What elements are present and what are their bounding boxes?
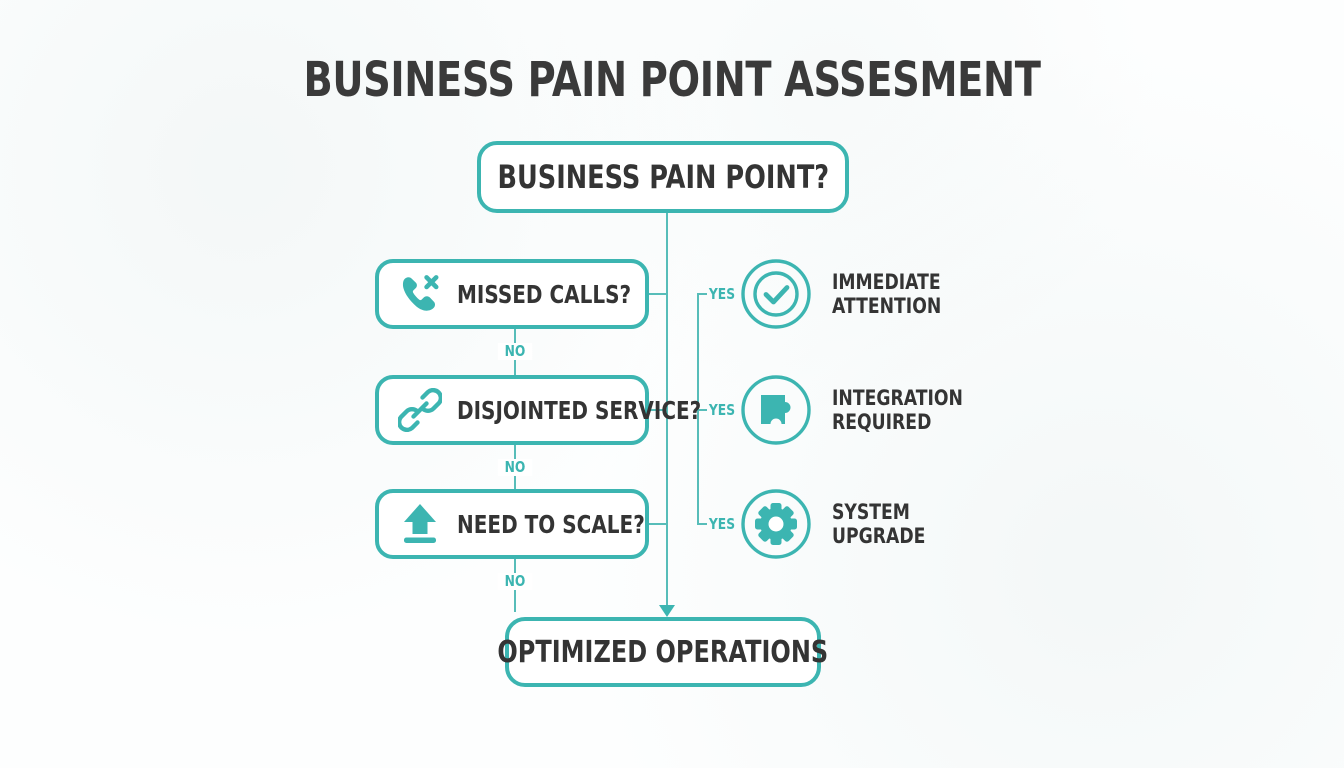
outcome-immediate-attention[interactable]: IMMEDIATE ATTENTION bbox=[740, 258, 965, 330]
outcome-label-line2: UPGRADE bbox=[832, 524, 926, 548]
yes-label: YES bbox=[708, 515, 736, 533]
outcome-label: SYSTEM UPGRADE bbox=[832, 500, 925, 548]
node-disjointed-service[interactable]: DISJOINTED SERVICE? bbox=[375, 375, 701, 445]
yes-label: YES bbox=[708, 401, 736, 419]
upload-arrow-icon bbox=[393, 499, 447, 549]
missed-call-icon bbox=[393, 269, 447, 319]
outcome-label-line1: IMMEDIATE bbox=[832, 270, 941, 294]
yes-branch-stub bbox=[649, 523, 667, 525]
node-label: MISSED CALLS? bbox=[457, 279, 632, 309]
node-label: BUSINESS PAIN POINT? bbox=[497, 158, 829, 196]
node-missed-calls[interactable]: MISSED CALLS? bbox=[375, 259, 649, 329]
node-label: NEED TO SCALE? bbox=[457, 509, 645, 539]
outcome-system-upgrade[interactable]: SYSTEM UPGRADE bbox=[740, 488, 946, 560]
node-need-to-scale[interactable]: NEED TO SCALE? bbox=[375, 489, 649, 559]
node-business-pain-point[interactable]: BUSINESS PAIN POINT? bbox=[477, 141, 849, 213]
page-title: BUSINESS PAIN POINT ASSESMENT bbox=[303, 52, 1041, 108]
outcome-label: IMMEDIATE ATTENTION bbox=[832, 270, 941, 318]
trunk-arrowhead-icon bbox=[659, 605, 675, 617]
outcome-label: INTEGRATION REQUIRED bbox=[832, 386, 963, 434]
node-optimized-operations[interactable]: OPTIMIZED OPERATIONS bbox=[498, 617, 828, 687]
node-label: DISJOINTED SERVICE? bbox=[457, 395, 702, 425]
yes-bracket-stub bbox=[697, 523, 707, 525]
no-label: NO bbox=[497, 573, 533, 590]
yes-bracket-stub bbox=[697, 293, 707, 295]
outcome-integration-required[interactable]: INTEGRATION REQUIRED bbox=[740, 374, 992, 446]
node-label: OPTIMIZED OPERATIONS bbox=[497, 634, 829, 670]
yes-label: YES bbox=[708, 285, 736, 303]
yes-branch-stub bbox=[649, 293, 667, 295]
outcome-label-line1: INTEGRATION bbox=[832, 386, 963, 410]
check-circle-icon bbox=[740, 258, 812, 330]
outcome-label-line2: REQUIRED bbox=[832, 410, 932, 434]
outcome-label-line1: SYSTEM bbox=[832, 500, 910, 524]
yes-branch-stub bbox=[649, 409, 667, 411]
yes-bracket-spine bbox=[697, 293, 699, 524]
puzzle-piece-icon bbox=[740, 374, 812, 446]
chain-link-icon bbox=[393, 385, 447, 435]
no-label: NO bbox=[497, 459, 533, 476]
yes-bracket-stub bbox=[697, 409, 707, 411]
outcome-label-line2: ATTENTION bbox=[832, 294, 942, 318]
gear-icon bbox=[740, 488, 812, 560]
no-label: NO bbox=[497, 343, 533, 360]
main-trunk-line bbox=[666, 213, 668, 612]
